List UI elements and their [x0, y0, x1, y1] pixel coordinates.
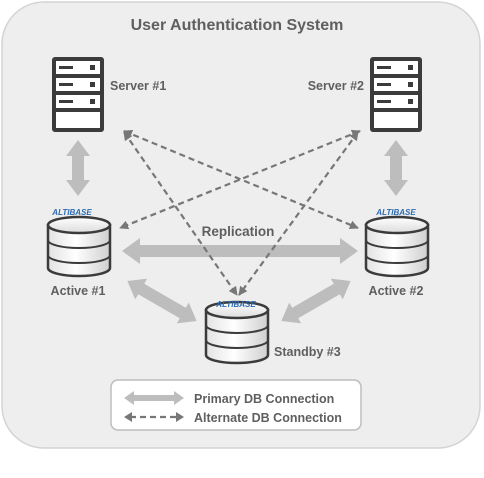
legend-primary-arrow-icon — [124, 391, 184, 405]
server-2-label: Server #2 — [308, 79, 364, 93]
server-2-icon — [370, 57, 422, 132]
primary-arrow-server1-active1 — [66, 140, 90, 196]
active-2-brand: ALTIBASE — [375, 208, 416, 217]
server-1-label: Server #1 — [110, 79, 166, 93]
alternate-line-server2-standby — [238, 131, 359, 296]
active-1-brand: ALTIBASE — [51, 208, 92, 217]
replication-label: Replication — [202, 224, 275, 239]
active-2-database-icon — [364, 215, 430, 278]
legend-alternate-arrow-icon — [124, 412, 184, 422]
active-1-label: Active #1 — [51, 284, 106, 298]
primary-arrow-server2-active2 — [384, 140, 408, 196]
legend-primary-label: Primary DB Connection — [194, 392, 334, 406]
standby-3-brand: ALTIBASE — [215, 300, 256, 309]
standby-3-label: Standby #3 — [274, 345, 341, 359]
alternate-line-server1-standby — [123, 131, 238, 296]
active-2-label: Active #2 — [369, 284, 424, 298]
diagram-title: User Authentication System — [131, 17, 344, 34]
standby-3-database-icon — [204, 300, 270, 365]
active-1-database-icon — [46, 215, 112, 278]
server-1-icon — [52, 57, 104, 132]
legend-alternate-label: Alternate DB Connection — [194, 411, 342, 425]
legend — [110, 379, 362, 431]
